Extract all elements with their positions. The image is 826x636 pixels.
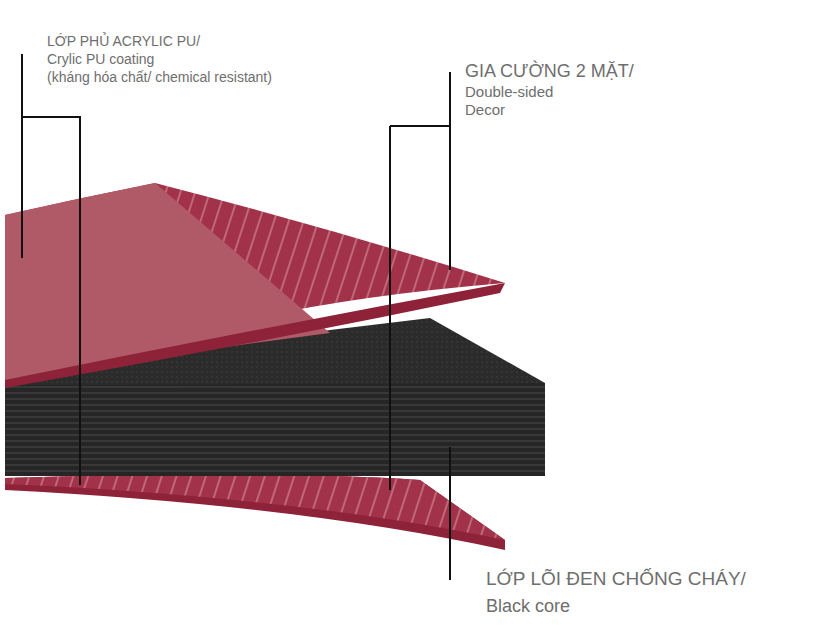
leader-lines (22, 54, 450, 580)
bottom-decor-edge (5, 474, 505, 550)
callout-label: Double-sided Decor (465, 83, 560, 119)
callout-label: (kháng hóa chất/ chemical resistant) (47, 69, 272, 86)
callout-label: LỚP PHỦ ACRYLIC PU/ (47, 33, 200, 50)
callout-label: LỚP LÕI ĐEN CHỐNG CHÁY/ (486, 568, 746, 591)
callout-label: Crylic PU coating (47, 51, 154, 68)
black-core (5, 383, 545, 476)
callout-label: Black core (486, 596, 570, 618)
callout-label: GIA CƯỜNG 2 MẶT/ (465, 61, 634, 83)
